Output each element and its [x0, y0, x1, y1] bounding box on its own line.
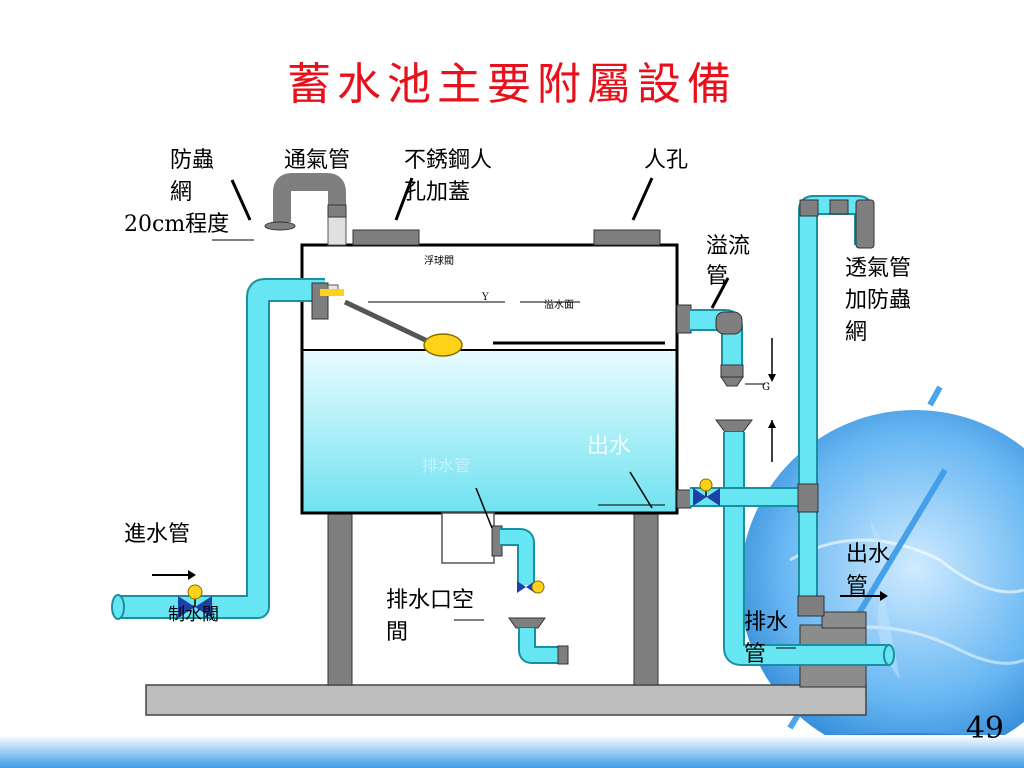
float-arm	[343, 299, 440, 349]
label-height-20cm: 20cm程度	[124, 212, 230, 237]
page-number: 49	[965, 711, 1004, 746]
label-outlet-pipe-2: 管	[846, 574, 869, 599]
label-drain-pipe-2: 管	[744, 642, 767, 667]
float-ball	[423, 333, 463, 357]
vent-pipe	[273, 173, 346, 222]
insect-net-cap	[264, 221, 296, 231]
pointer-drain-space	[475, 487, 493, 529]
label-outlet-inside: 出水	[587, 434, 632, 459]
tank-leg-left	[327, 512, 353, 686]
label-vent-net-2: 加防蟲	[845, 288, 912, 313]
label-insect-net-1: 防蟲	[170, 148, 215, 173]
pointer-outlet	[629, 471, 653, 509]
label-outlet-pipe-1: 出水	[846, 542, 891, 567]
base-slab	[145, 684, 867, 716]
manhole-cover-left	[352, 229, 420, 246]
label-vent-pipe: 通氣管	[284, 148, 351, 173]
overflow-funnel	[715, 419, 753, 433]
label-drain-pipe-1: 排水	[744, 610, 789, 635]
label-drain-inside: 排水管	[422, 456, 471, 475]
slide-title: 蓄水池主要附屬設備	[287, 59, 737, 110]
label-insect-net-2: 網	[170, 180, 193, 205]
label-manhole: 人孔	[644, 148, 689, 173]
tank-water	[302, 350, 677, 513]
label-overflow-1: 溢流	[706, 234, 751, 259]
drain-space-box	[441, 512, 495, 564]
label-float-valve: 浮球閥	[424, 256, 454, 267]
label-vent-net-3: 網	[845, 320, 868, 345]
pointer-insect-net	[230, 179, 252, 221]
label-g-mark: G	[762, 382, 770, 393]
inlet-pipe	[120, 278, 325, 619]
pump-cap	[821, 611, 867, 629]
label-y-mark: Y	[482, 292, 489, 303]
label-vent-net-1: 透氣管	[845, 256, 912, 281]
pointer-manhole	[631, 177, 654, 221]
pointer-stainless-cover	[394, 177, 414, 221]
tank-leg-right	[633, 512, 659, 686]
label-drain-space-1: 排水口空	[386, 588, 475, 613]
label-overflow-2: 管	[706, 264, 729, 289]
manhole-cover-right	[593, 229, 661, 246]
label-stainless-cover-2: 孔加蓋	[404, 180, 471, 205]
label-control-valve: 制水閥	[168, 605, 219, 625]
label-drain-space-2: 間	[386, 620, 409, 645]
label-inlet-pipe: 進水管	[124, 522, 191, 547]
pointer-overflow	[710, 277, 730, 309]
label-stainless-cover-1: 不銹鋼人	[404, 148, 493, 173]
label-overflow-level: 溢水面	[544, 300, 574, 311]
